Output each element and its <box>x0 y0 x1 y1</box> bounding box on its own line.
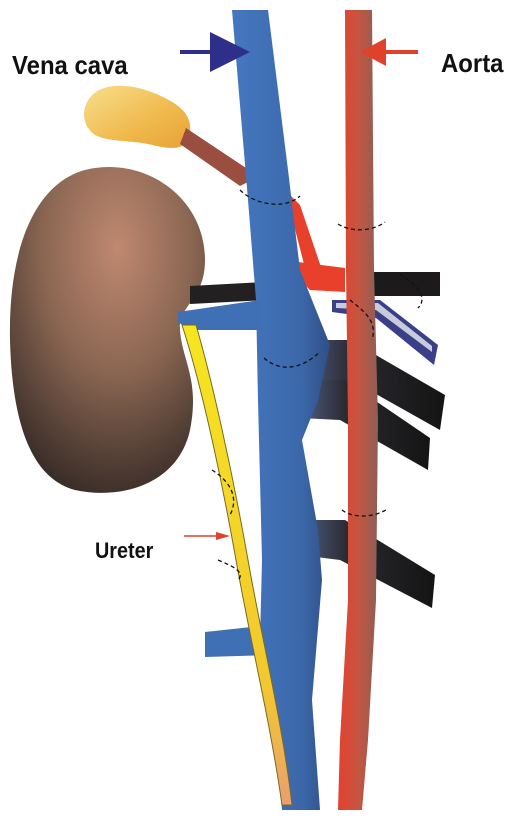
vena-cava-label: Vena cava <box>12 50 128 81</box>
ureter-pointer <box>184 532 230 540</box>
adrenal-gland <box>84 86 190 148</box>
ureter-label: Ureter <box>95 538 153 564</box>
adrenal-vessel <box>180 128 252 186</box>
kidney <box>10 167 205 493</box>
aorta-label: Aorta <box>441 48 503 79</box>
